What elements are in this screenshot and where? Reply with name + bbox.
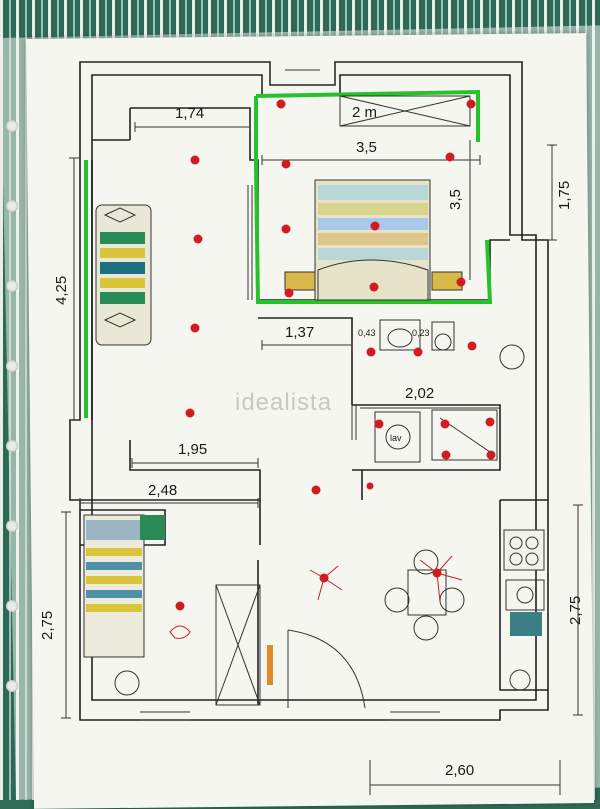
- dim-lower-right-height: 2,75: [567, 596, 584, 625]
- red-markers: [175, 99, 496, 611]
- wardrobe: [215, 584, 273, 706]
- bedroom-note: 2 m: [352, 104, 377, 121]
- laundry-label: lav: [390, 433, 402, 443]
- red-marker: [369, 282, 379, 292]
- red-marker: [190, 155, 200, 165]
- bedroom-highlight: [84, 89, 493, 418]
- binder-hole: [6, 280, 18, 292]
- dim-hall-width: 1,37: [285, 324, 314, 341]
- red-marker: [366, 347, 376, 357]
- red-marker: [175, 601, 185, 611]
- dim-living-width: 1,95: [178, 441, 207, 458]
- dim-second-room-width: 2,48: [148, 482, 177, 499]
- dim-top-left-width: 1,74: [175, 105, 204, 122]
- binder-hole: [6, 120, 18, 132]
- red-marker: [413, 347, 423, 357]
- red-marker: [467, 341, 477, 351]
- red-marker: [374, 419, 384, 429]
- dimension-lines: [61, 122, 583, 795]
- red-marker: [370, 221, 380, 231]
- dim-bath-width: 2,02: [405, 385, 434, 402]
- wardrobe-box: 2 m: [339, 95, 471, 127]
- bathroom-fixtures: lav: [374, 319, 525, 463]
- dim-bedroom-width: 3,5: [356, 139, 377, 156]
- binder-hole: [6, 440, 18, 452]
- red-marker: [440, 419, 450, 429]
- dim-right-height: 1,75: [556, 181, 573, 210]
- binder-hole: [6, 680, 18, 692]
- watermark: idealista: [235, 389, 332, 416]
- sofa: [95, 204, 152, 346]
- red-marker: [185, 408, 195, 418]
- red-marker: [485, 417, 495, 427]
- dim-living-height: 4,25: [53, 276, 70, 305]
- entrance-door: [287, 629, 366, 709]
- dim-bottom-width: 2,60: [445, 762, 474, 779]
- dim-bath-left: 0,43: [358, 328, 376, 338]
- binder-hole: [6, 360, 18, 372]
- red-marker: [466, 99, 476, 109]
- dim-bath-right: 0,23: [412, 328, 430, 338]
- outer-walls: [69, 61, 549, 721]
- red-marker: [190, 323, 200, 333]
- dim-lower-left-height: 2,75: [39, 611, 56, 640]
- binder-hole: [6, 200, 18, 212]
- kitchen: [503, 529, 545, 691]
- dining-table: [384, 549, 465, 641]
- second-bed: [83, 514, 165, 696]
- dim-bedroom-height: 3,5: [447, 189, 464, 210]
- red-marker: [445, 152, 455, 162]
- red-marker: [441, 450, 451, 460]
- light-fixture-sketches: [169, 555, 463, 639]
- red-marker: [193, 234, 203, 244]
- red-marker: [281, 159, 291, 169]
- red-marker: [311, 485, 321, 495]
- red-marker: [284, 288, 294, 298]
- red-marker: [456, 277, 466, 287]
- red-marker: [276, 99, 286, 109]
- dimension-labels: 1,74 3,5 3,5 1,75 4,25 1,37 0,43 0,23 2,…: [39, 105, 584, 779]
- red-marker: [281, 224, 291, 234]
- binder-holes: [0, 0, 30, 800]
- bed: [284, 179, 463, 301]
- red-marker: [486, 450, 496, 460]
- binder-hole: [6, 520, 18, 532]
- red-marker: [366, 482, 374, 490]
- binder-hole: [6, 600, 18, 612]
